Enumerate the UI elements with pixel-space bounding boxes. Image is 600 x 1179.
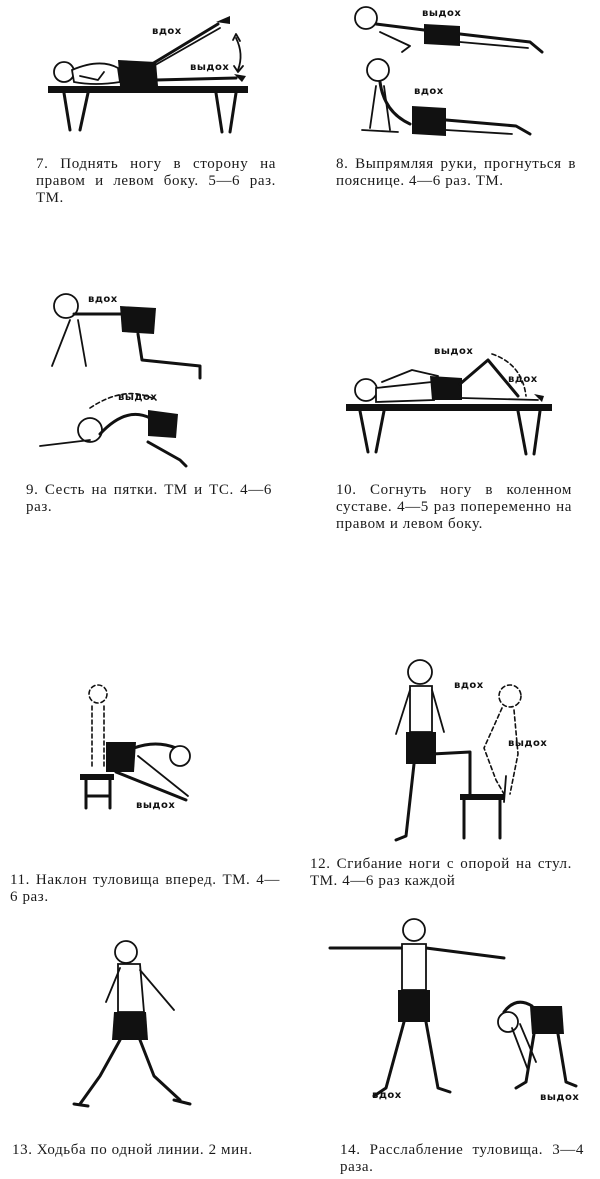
caption-number: 10.	[336, 482, 357, 498]
figure-exercise-8: выдох вдох	[340, 2, 560, 142]
caption-exercise-13: 13. Ходьба по одной линии. 2 мин.	[12, 1142, 278, 1159]
figure-exercise-11: выдох	[76, 676, 206, 816]
figure-exercise-7: вдох выдох	[40, 10, 260, 135]
caption-text: Наклон туловища вперед. ТМ. 4—6 раз.	[10, 872, 280, 905]
caption-text: Ходьба по одной линии. 2 мин.	[36, 1142, 253, 1158]
caption-number: 12.	[310, 856, 331, 872]
figure-exercise-9: вдох выдох	[30, 288, 220, 478]
label-inhale: вдох	[414, 86, 444, 97]
caption-exercise-10: 10. Согнуть ногу в коленном суставе. 4—5…	[336, 482, 572, 533]
figure-exercise-10: выдох вдох	[342, 334, 562, 459]
caption-text: Согнуть ногу в коленном суставе. 4—5 раз…	[336, 482, 572, 532]
caption-exercise-12: 12. Сгибание ноги с опорой на стул. ТМ. …	[310, 856, 572, 896]
caption-number: 14.	[340, 1142, 361, 1158]
caption-number: 9.	[26, 482, 39, 498]
caption-number: 13.	[12, 1142, 33, 1158]
label-exhale: выдох	[118, 392, 157, 403]
caption-exercise-7: 7. Поднять ногу в сторону на правом и ле…	[36, 156, 276, 207]
figure-exercise-12: вдох выдох	[386, 654, 547, 844]
caption-exercise-11: 11. Наклон туловища вперед. ТМ. 4—6 раз.	[10, 872, 280, 906]
caption-number: 7.	[36, 156, 49, 172]
label-exhale: выдох	[422, 8, 461, 19]
caption-number: 8.	[336, 156, 349, 172]
figure-exercise-14: вдох выдох	[326, 912, 586, 1112]
label-inhale: вдох	[508, 374, 538, 385]
label-exhale: выдох	[434, 346, 473, 357]
label-exhale: выдох	[540, 1092, 579, 1103]
label-inhale: вдох	[152, 26, 182, 37]
label-exhale: выдох	[508, 738, 547, 749]
label-inhale: вдох	[454, 680, 484, 691]
caption-exercise-9: 9. Сесть на пятки. ТМ и ТС. 4—6 раз.	[26, 482, 272, 516]
caption-text: Сгибание ноги с опорой на стул. ТМ. 4—6 …	[310, 856, 572, 889]
caption-text: Выпрямляя руки, прогнуться в пояснице. 4…	[336, 156, 576, 189]
figure-exercise-13	[70, 936, 200, 1116]
caption-text: Сесть на пятки. ТМ и ТС. 4—6 раз.	[26, 482, 272, 515]
label-exhale: выдох	[136, 800, 175, 811]
label-inhale: вдох	[88, 294, 118, 305]
caption-exercise-8: 8. Выпрямляя руки, прогнуться в пояснице…	[336, 156, 576, 190]
caption-number: 11.	[10, 872, 30, 888]
label-inhale: вдох	[372, 1090, 402, 1101]
caption-text: Поднять ногу в сторону на правом и левом…	[36, 156, 276, 206]
label-exhale: выдох	[190, 62, 229, 73]
caption-text: Расслабление туловища. 3—4 раза.	[340, 1142, 584, 1175]
caption-exercise-14: 14. Расслабление туловища. 3—4 раза.	[340, 1142, 584, 1176]
